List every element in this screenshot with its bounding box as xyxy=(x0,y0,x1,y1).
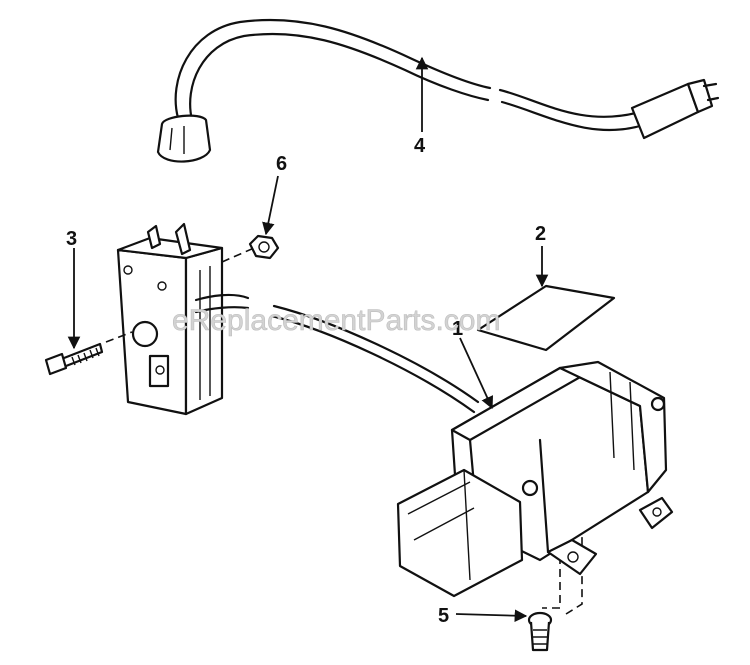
screw xyxy=(44,342,104,376)
watermark-text: eReplacementParts.com xyxy=(172,304,500,337)
assembly-line xyxy=(105,331,133,343)
lead-wire xyxy=(272,304,480,404)
power-cord xyxy=(156,18,720,163)
thermostat-switch xyxy=(116,222,250,416)
lead-wire xyxy=(270,314,476,414)
callout-5-leader xyxy=(455,609,528,622)
callout-1-leader xyxy=(459,337,494,410)
assembly-line xyxy=(221,247,255,263)
hex-nut xyxy=(248,234,280,260)
callout-6-leader xyxy=(262,175,279,236)
callout-3: 3 xyxy=(66,228,77,250)
callout-6: 6 xyxy=(276,153,287,175)
motor-screw xyxy=(527,611,553,652)
callout-5: 5 xyxy=(438,605,449,627)
callout-1: 1 xyxy=(452,318,463,340)
label-sticker xyxy=(476,284,616,352)
callout-4: 4 xyxy=(414,135,426,157)
motor xyxy=(396,360,674,598)
callout-2: 2 xyxy=(535,223,546,245)
